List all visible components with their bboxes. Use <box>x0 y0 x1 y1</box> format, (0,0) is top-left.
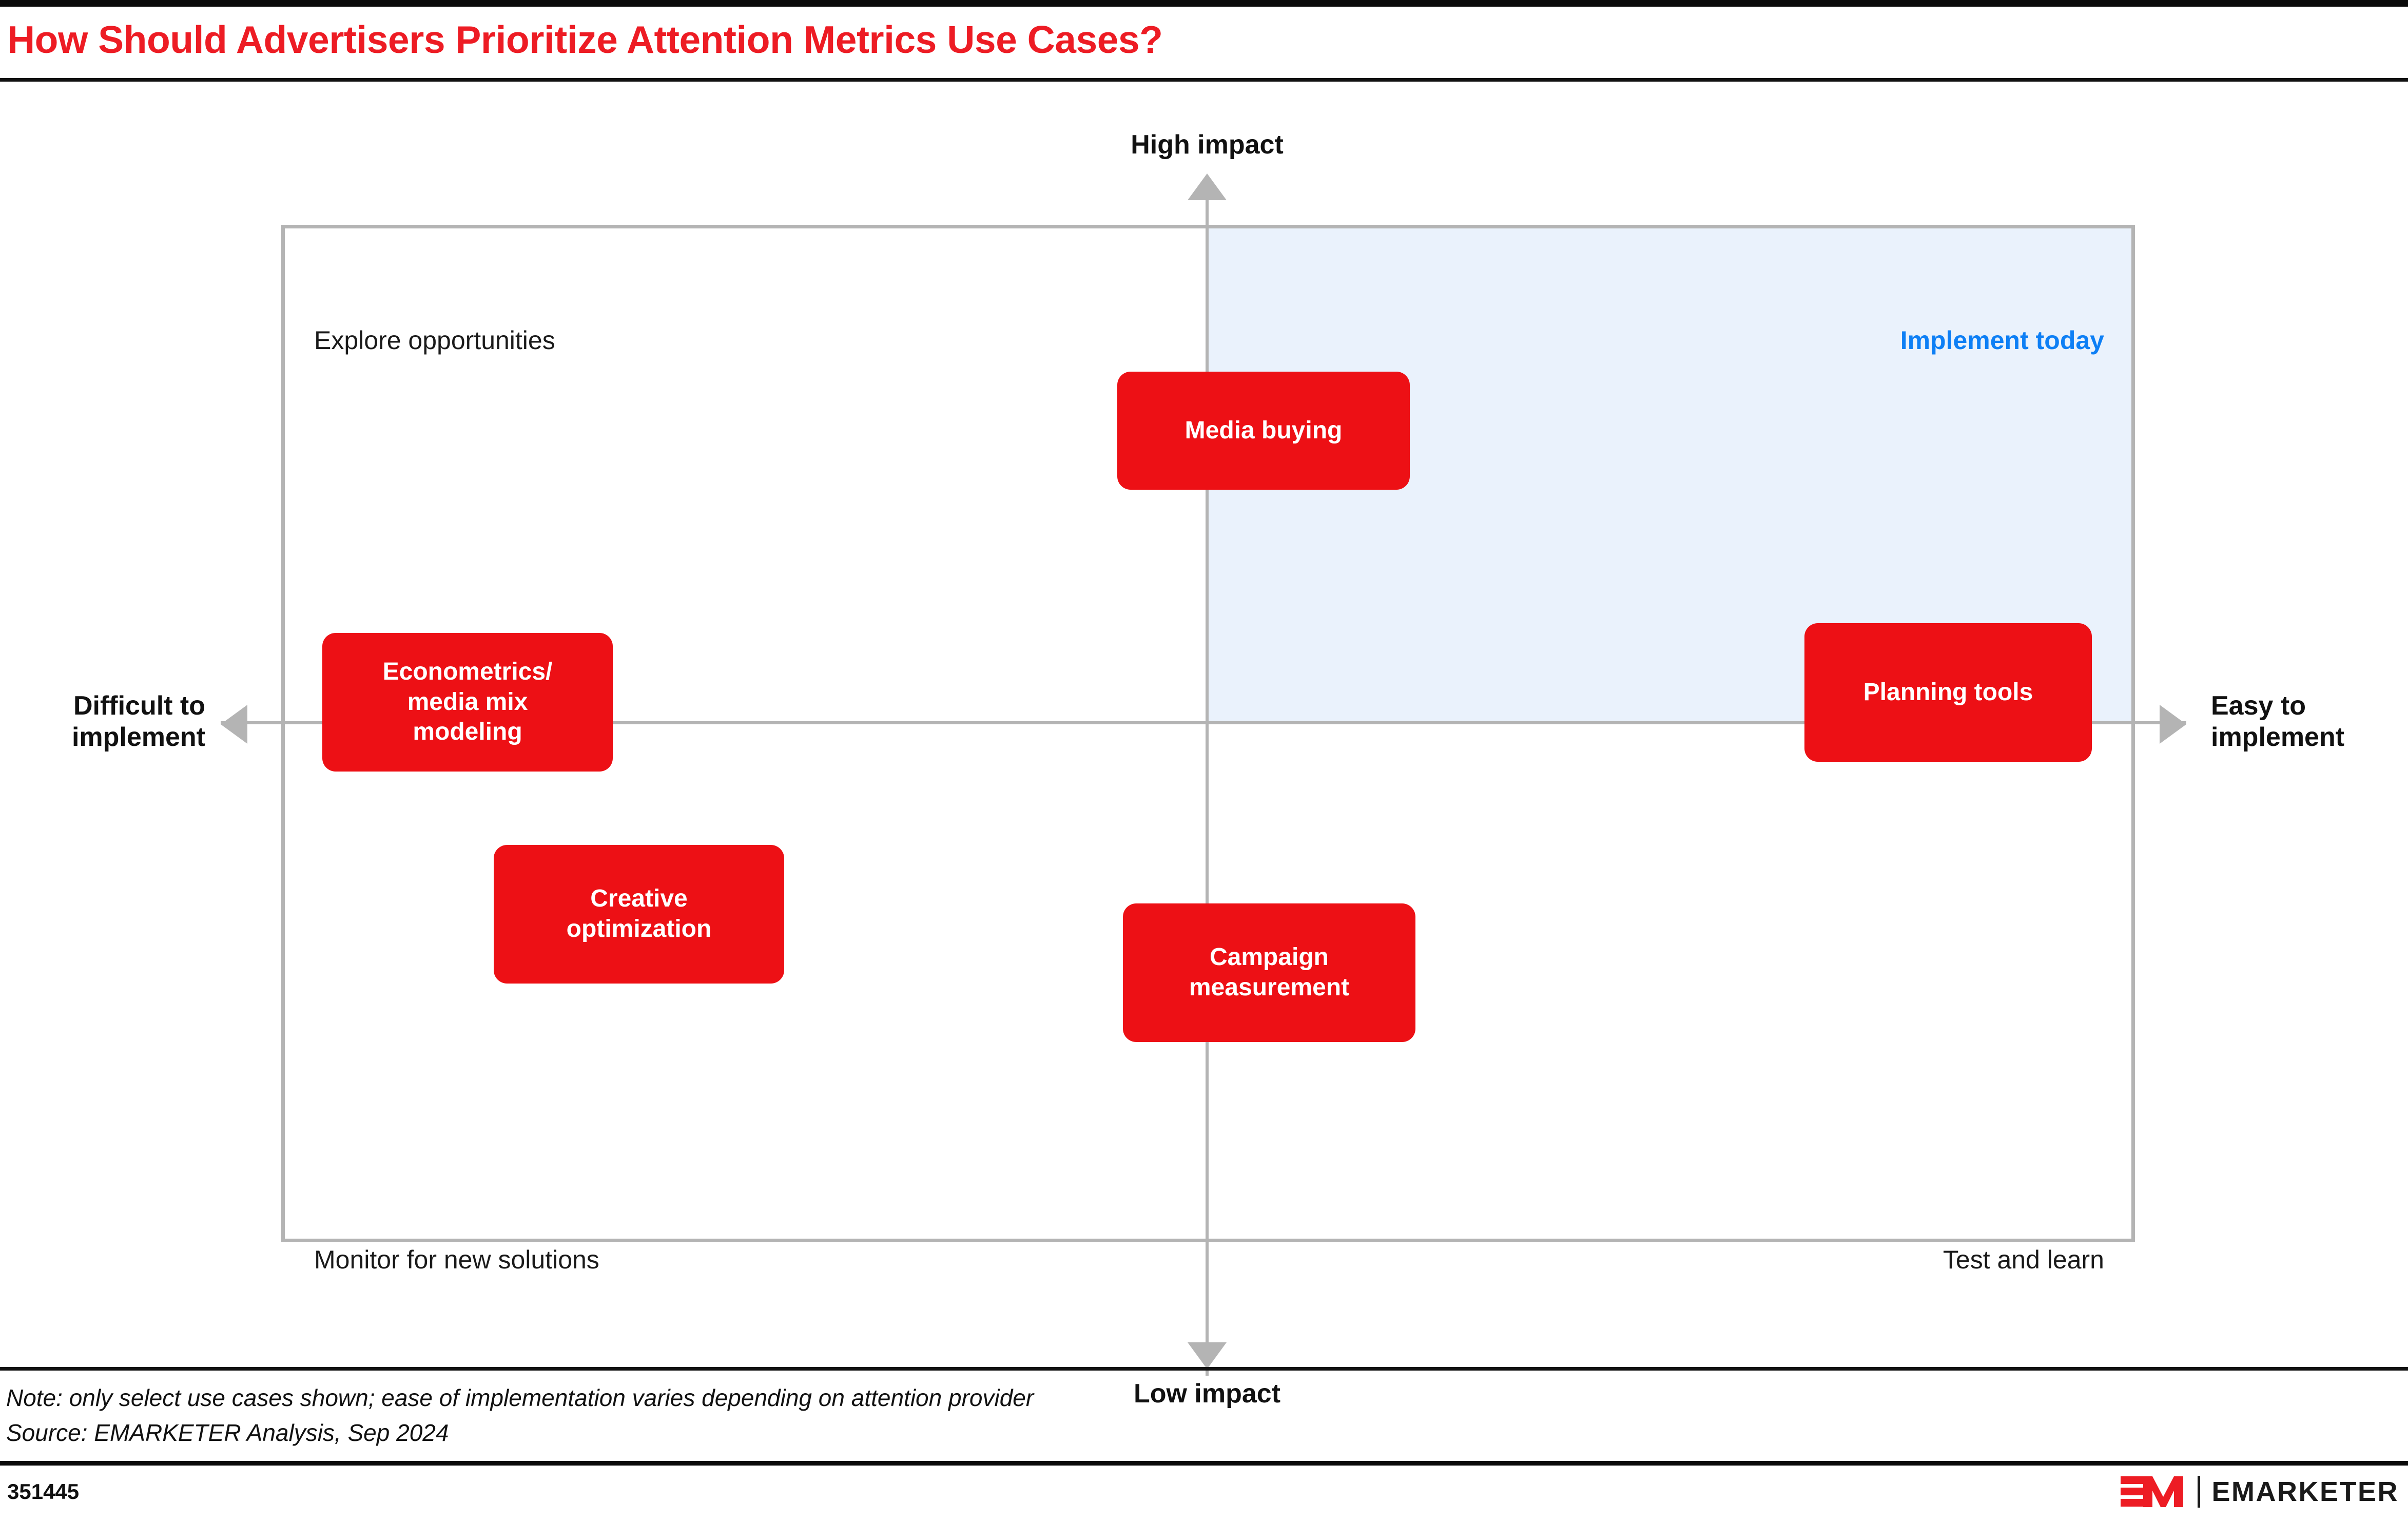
emarketer-logo: EMARKETER <box>2121 1473 2399 1510</box>
use-case-box-label: Media buying <box>1185 416 1343 446</box>
quadrant-label-monitor-new-solutions: Monitor for new solutions <box>314 1245 599 1274</box>
use-case-box: Campaign measurement <box>1123 903 1415 1042</box>
use-case-box-label-line: Econometrics/ <box>382 658 553 686</box>
footnote-source: Source: EMARKETER Analysis, Sep 2024 <box>6 1419 449 1446</box>
axis-label-low-impact: Low impact <box>1133 1379 1281 1409</box>
logo-divider <box>2198 1476 2201 1508</box>
axis-label-easy-line2: implement <box>2211 722 2345 753</box>
footer-top-rule <box>0 1367 2408 1371</box>
vertical-axis-line <box>1206 180 1209 1376</box>
use-case-box-label-line: Campaign <box>1209 943 1329 971</box>
use-case-box-label-line: Media buying <box>1184 416 1343 444</box>
quadrant-label-implement-today: Implement today <box>1900 326 2104 355</box>
quadrant-label-explore-opportunities: Explore opportunities <box>314 326 555 355</box>
use-case-box-label: Campaign measurement <box>1189 942 1349 1003</box>
top-border-rule <box>0 0 2408 7</box>
axis-arrow-right-icon <box>2160 705 2186 744</box>
axis-label-difficult-line2: implement <box>71 722 205 753</box>
axis-arrow-down-icon <box>1188 1342 1227 1369</box>
chart-plot-area: High impact Low impact Difficult to impl… <box>0 82 2408 1409</box>
use-case-box: Planning tools <box>1804 623 2092 762</box>
use-case-box-label-line: modeling <box>413 718 522 746</box>
chart-id-number: 351445 <box>7 1479 80 1504</box>
axis-label-easy-to-implement: Easy to implement <box>2211 690 2408 754</box>
footnote-note: Note: only select use cases shown; ease … <box>6 1384 1034 1411</box>
use-case-box-label-line: Planning tools <box>1863 678 2033 706</box>
quadrant-label-test-and-learn: Test and learn <box>1943 1245 2104 1274</box>
axis-arrow-up-icon <box>1188 174 1227 200</box>
use-case-box-label-line: media mix <box>407 688 528 716</box>
page-title: How Should Advertisers Prioritize Attent… <box>7 18 1163 61</box>
use-case-box-label-line: Creative <box>590 885 688 913</box>
horizontal-axis-line <box>221 721 2186 724</box>
use-case-box-label: Planning tools <box>1863 678 2033 708</box>
use-case-box: Media buying <box>1117 372 1410 490</box>
axis-label-easy-line1: Easy to <box>2211 691 2306 721</box>
axis-label-difficult-line1: Difficult to <box>73 691 205 721</box>
title-divider-rule <box>0 78 2408 82</box>
use-case-box-label-line: measurement <box>1189 974 1350 1001</box>
use-case-box-label-line: optimization <box>566 915 712 942</box>
footer-bottom-rule <box>0 1461 2408 1466</box>
axis-label-difficult-to-implement: Difficult to implement <box>0 690 205 754</box>
emarketer-wordmark: EMARKETER <box>2211 1476 2399 1507</box>
em-monogram-icon <box>2121 1476 2184 1507</box>
axis-arrow-left-icon <box>221 705 247 744</box>
axis-label-high-impact: High impact <box>1131 130 1284 160</box>
